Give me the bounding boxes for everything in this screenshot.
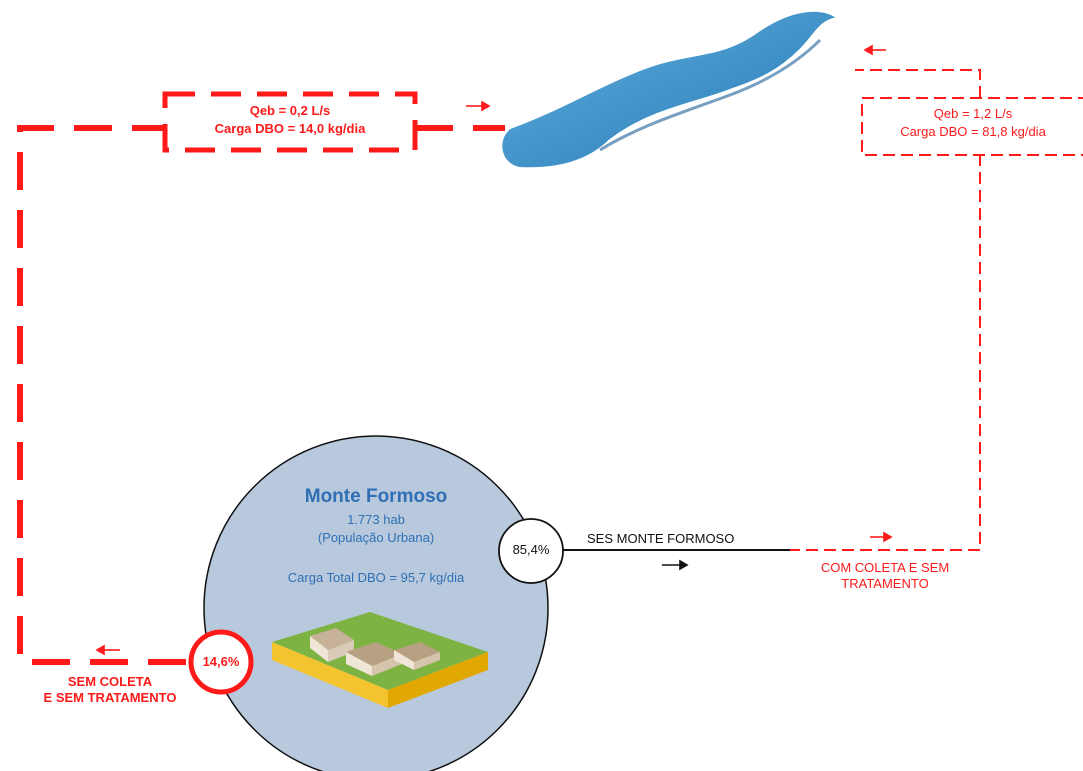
no-collection-percent-node (188, 629, 254, 695)
city-circle (203, 435, 549, 771)
arrow-right-icon (466, 100, 491, 112)
collection-load-value: Carga DBO = 81,8 kg/dia (900, 124, 1046, 139)
arrow-right-icon (662, 559, 689, 571)
collection-percent: 85,4% (512, 542, 550, 557)
city-total-load: Carga Total DBO = 95,7 kg/dia (287, 570, 465, 585)
collection-label-line2: TRATAMENTO (841, 576, 929, 591)
arrow-left-icon (95, 644, 120, 656)
ses-system-name: SES MONTE FORMOSO (587, 531, 735, 546)
no-collection-path (17, 91, 505, 665)
city-population: 1.773 hab (347, 512, 405, 527)
village-icon (272, 612, 488, 708)
river-icon (500, 9, 841, 170)
no-collection-flow-value: Qeb = 0,2 L/s (249, 103, 331, 118)
arrow-right-icon (870, 531, 893, 543)
collection-path (788, 69, 1083, 551)
no-collection-label-line1: SEM COLETA (67, 674, 153, 689)
collection-label-line1: COM COLETA E SEM (820, 560, 950, 575)
city-name: Monte Formoso (304, 486, 448, 507)
no-collection-label-line2: E SEM TRATAMENTO (43, 690, 177, 705)
no-collection-load-value: Carga DBO = 14,0 kg/dia (214, 121, 366, 136)
no-collection-percent: 14,6% (202, 654, 240, 669)
collection-flow-value: Qeb = 1,2 L/s (933, 106, 1013, 121)
city-population-note: (População Urbana) (317, 530, 435, 545)
arrow-left-icon (863, 44, 886, 56)
